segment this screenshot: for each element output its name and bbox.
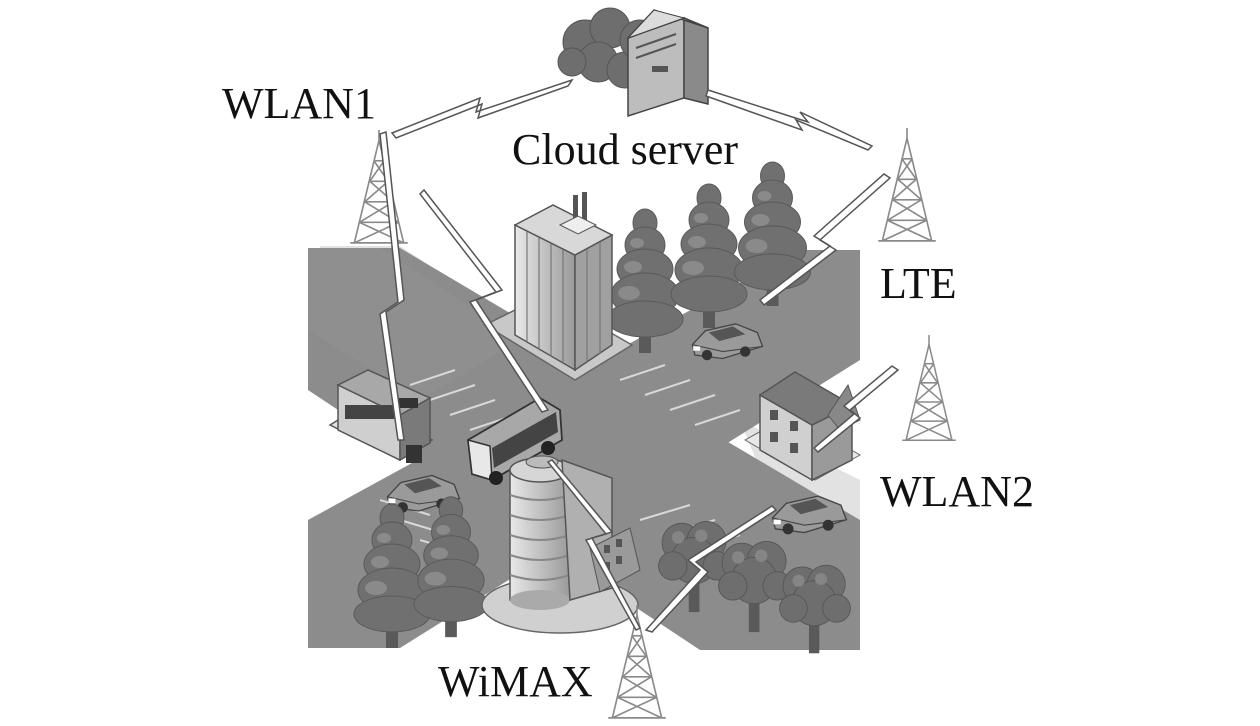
cell-tower-icon (349, 130, 409, 244)
label-cloud-server: Cloud server (512, 125, 739, 174)
bus-icon (467, 396, 563, 485)
label-wlan1: WLAN1 (222, 79, 376, 128)
label-wimax: WiMAX (438, 657, 593, 706)
cell-tower-icon (901, 335, 957, 442)
tree-icon (733, 161, 812, 307)
cell-tower-icon (877, 128, 937, 242)
tree-icon (606, 208, 684, 354)
signal-links (379, 78, 900, 633)
tree-icon (670, 183, 748, 329)
office-building-icon (483, 192, 634, 381)
label-wlan2: WLAN2 (880, 467, 1034, 516)
server-tower-icon (627, 9, 709, 118)
label-lte: LTE (880, 259, 957, 308)
store-building-icon (328, 369, 434, 463)
